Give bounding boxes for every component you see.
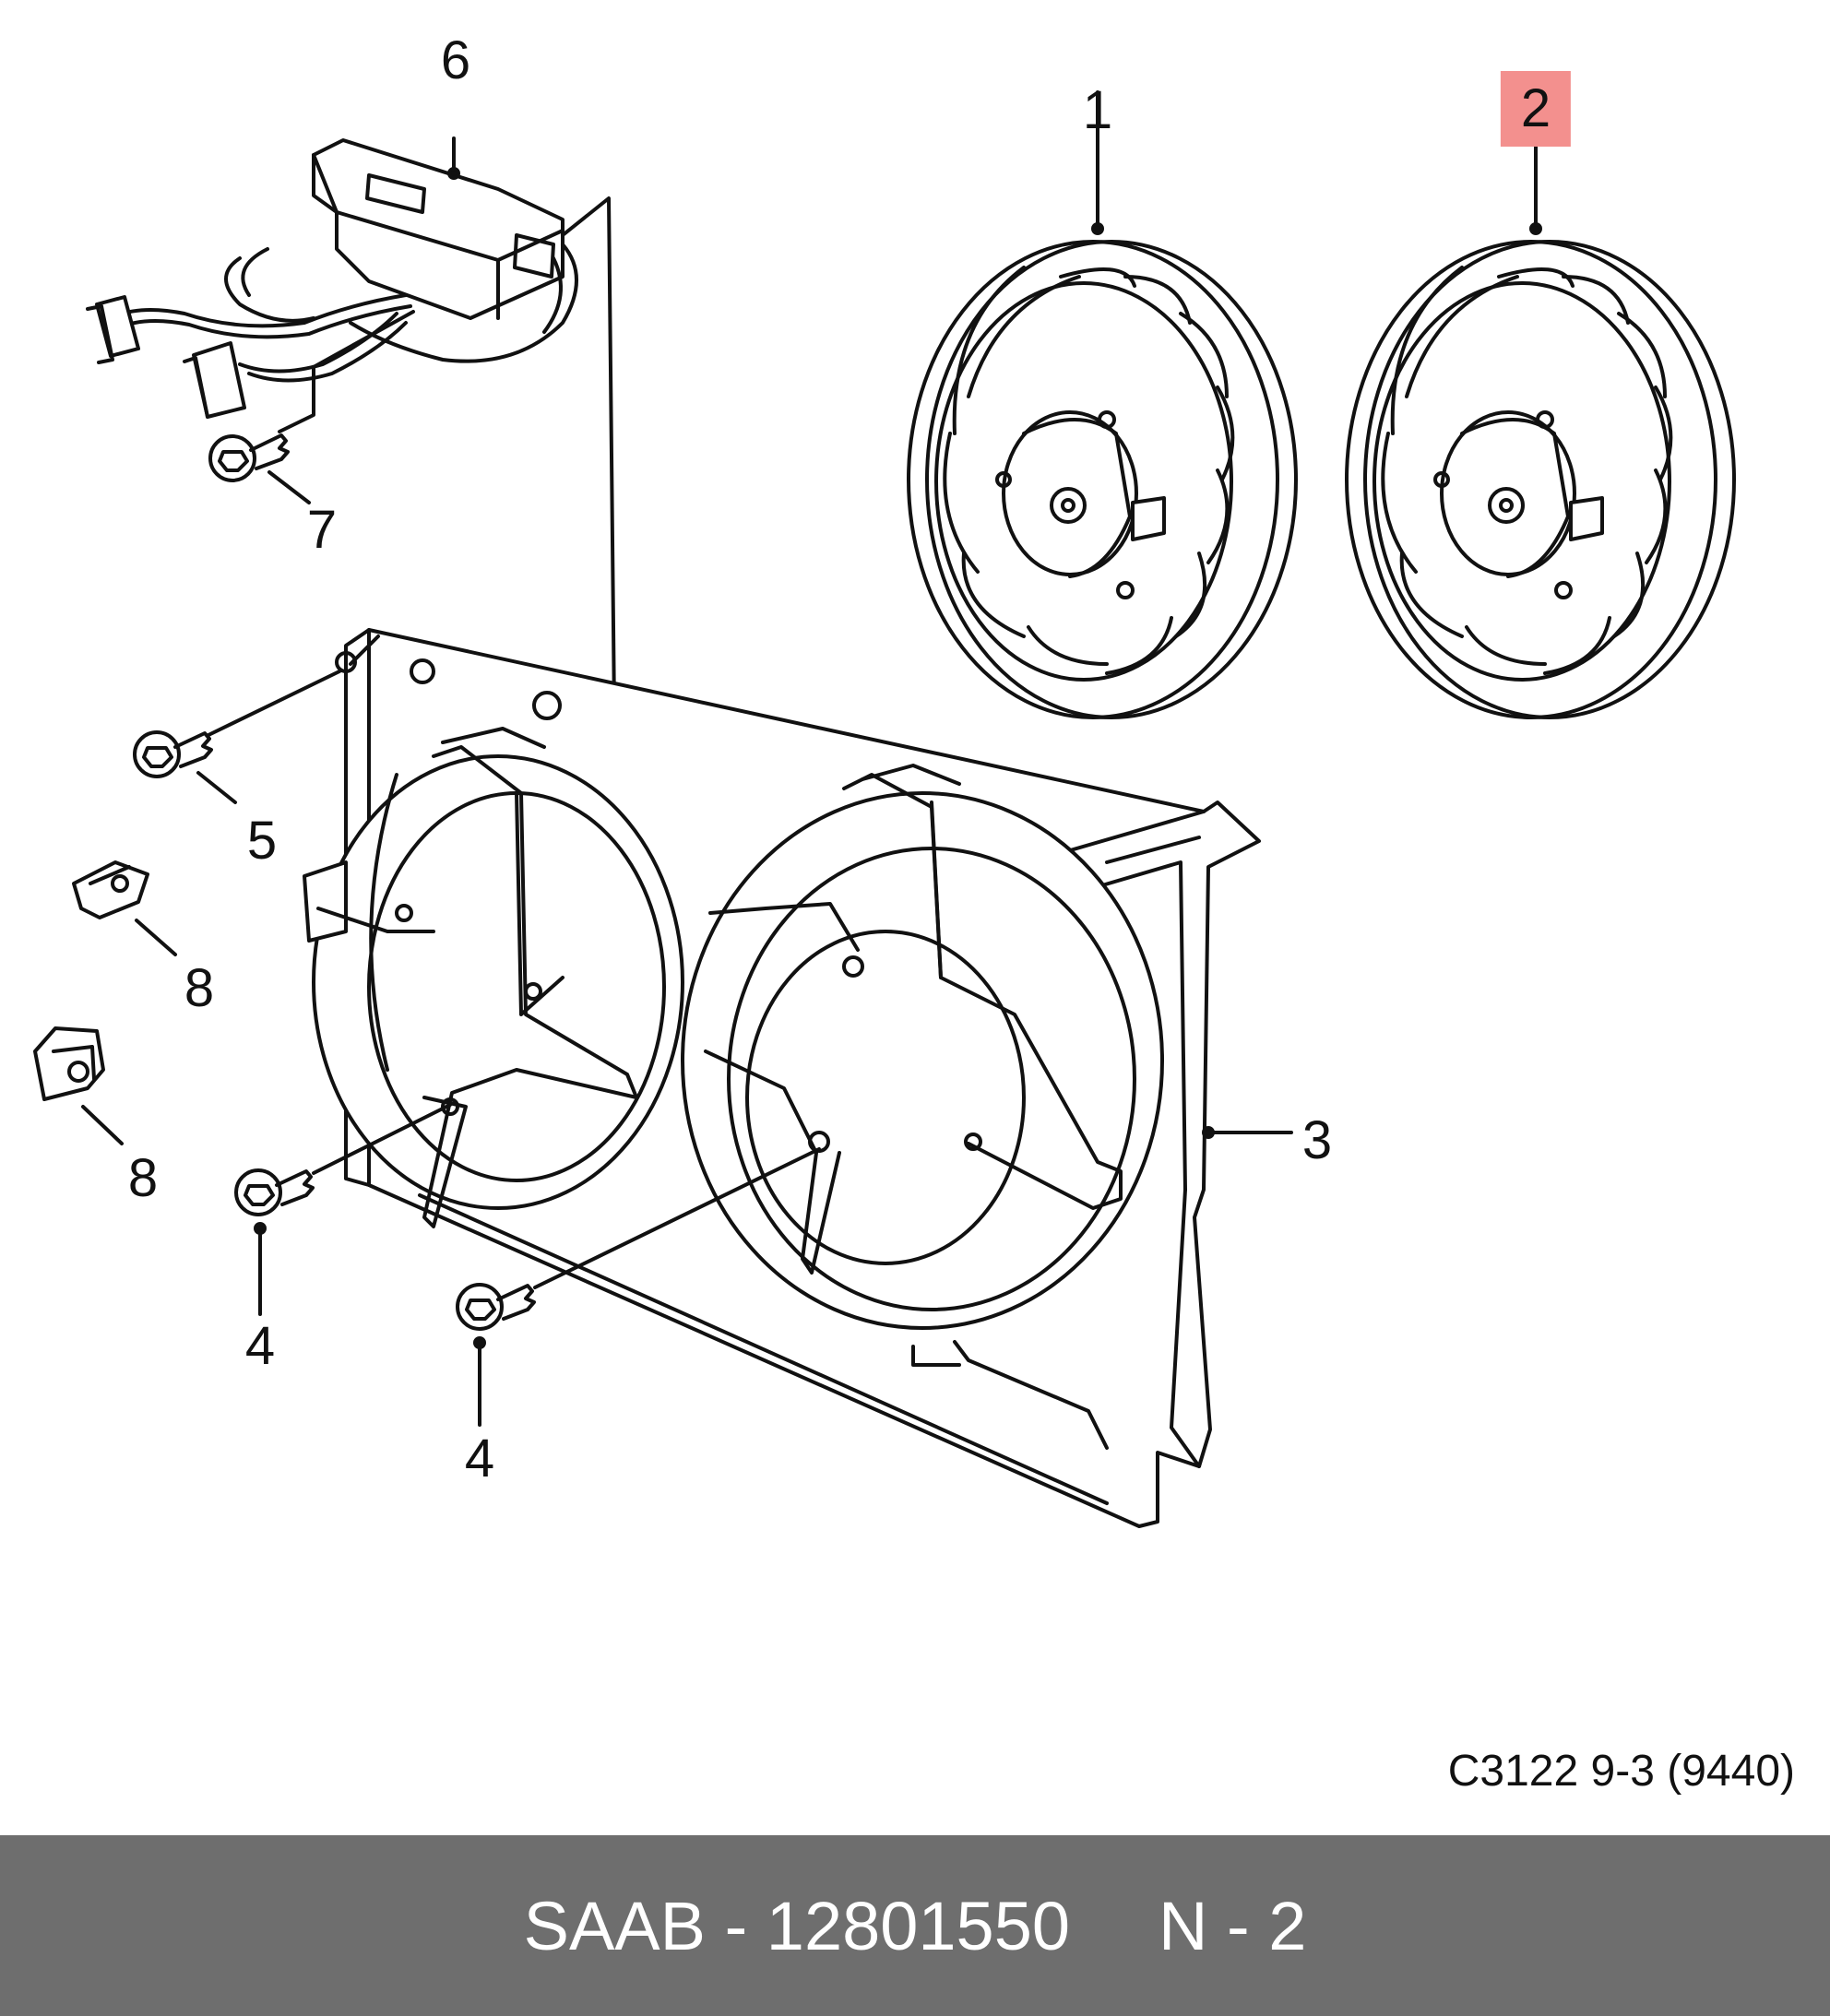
callout-5: 5 (246, 811, 278, 871)
callout-1: 1 (1082, 80, 1113, 140)
screw-4b-drawing (456, 1283, 536, 1331)
leader-5-to-shroud (207, 670, 341, 737)
callout-8b: 8 (127, 1148, 159, 1208)
callout-7: 7 (306, 500, 338, 560)
leader-7 (267, 470, 311, 504)
callout-4b: 4 (464, 1429, 495, 1488)
screw-4a-drawing (234, 1168, 315, 1216)
callout-8a: 8 (184, 958, 215, 1018)
clip-8b-drawing (33, 1026, 105, 1101)
leader-8a (135, 919, 177, 956)
leader-8b (81, 1105, 124, 1145)
diagram-position-label: N - 2 (1159, 1887, 1307, 1964)
fan-1-drawing (907, 240, 1298, 719)
fan-shroud-drawing (303, 628, 1261, 1528)
callout-3: 3 (1301, 1110, 1333, 1170)
leader-7-to-module (278, 310, 415, 433)
parts-diagram (33, 90, 1736, 1528)
diagram-reference-caption: C3122 9-3 (9440) (1447, 1747, 1795, 1796)
clip-8a-drawing (72, 860, 149, 919)
fan-2-drawing (1345, 240, 1736, 719)
screw-7-drawing (208, 433, 290, 482)
callout-2-highlighted: 2 (1500, 71, 1572, 147)
screw-5-drawing (133, 730, 213, 778)
callout-4a: 4 (244, 1316, 276, 1376)
part-number-label: SAAB - 12801550 (523, 1887, 1071, 1964)
leader-5 (196, 771, 237, 804)
footer-bar: SAAB - 12801550 N - 2 (0, 1835, 1830, 2016)
leader-4b-to-shroud (533, 1147, 821, 1289)
control-module-drawing (86, 138, 578, 419)
leader-4a-to-shroud (312, 1103, 452, 1175)
callout-6: 6 (440, 30, 471, 90)
